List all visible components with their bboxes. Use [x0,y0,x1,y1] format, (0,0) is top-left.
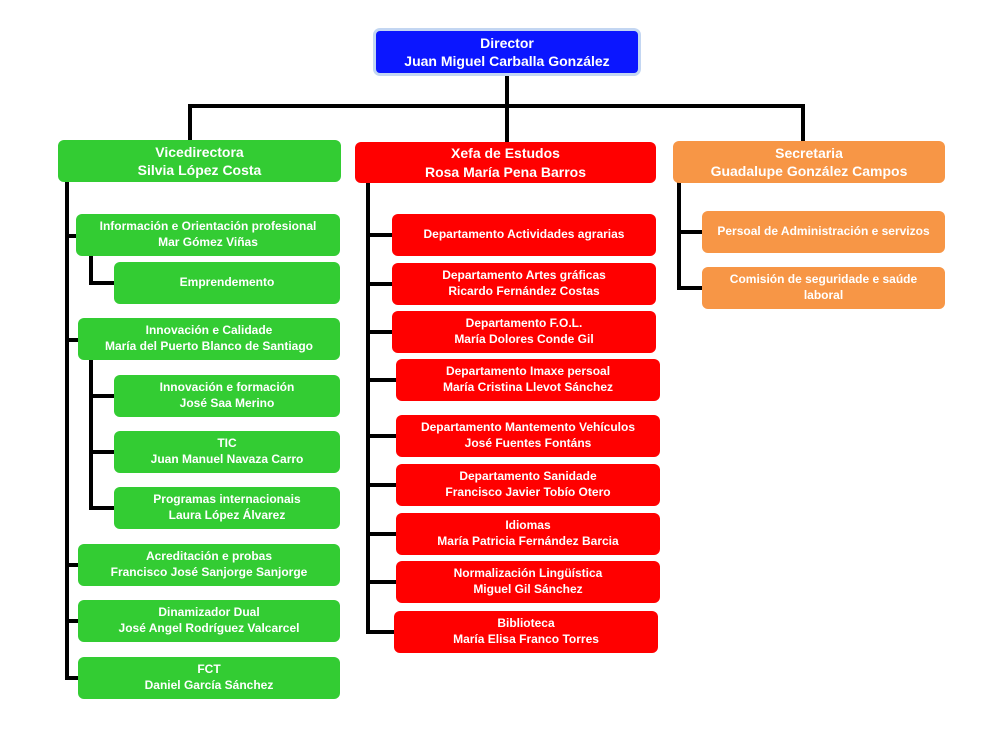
item-name: Ricardo Fernández Costas [448,284,600,298]
item-title: Persoal de Administración e servizos [717,224,930,239]
xefa-item-artes-graficas: Departamento Artes gráficas Ricardo Fern… [392,263,656,305]
item-name: María Patricia Fernández Barcia [437,534,619,548]
item-title: Departamento Imaxe persoal [445,364,611,379]
item-title: FCT [197,662,221,677]
item-name: Mar Gómez Viñas [158,235,258,249]
vicedirectora-box: Vicedirectora Silvia López Costa [58,140,341,182]
item-name: Daniel García Sánchez [144,678,274,692]
item-title: Innovación e formación [159,380,295,395]
item-name: José Angel Rodríguez Valcarcel [118,621,300,635]
vice-item-acreditacion: Acreditación e probas Francisco José San… [78,544,340,586]
item-name: Laura López Álvarez [168,508,286,522]
item-title: Departamento F.O.L. [465,316,583,331]
vicedirectora-name: Silvia López Costa [137,162,262,178]
item-name: María del Puerto Blanco de Santiago [104,339,314,353]
item-title: Departamento Artes gráficas [442,268,606,283]
item-title: Normalización Lingüística [453,566,603,581]
item-title: Dinamizador Dual [158,605,260,620]
vice-subitem-emprendemento: Emprendemento [114,262,340,304]
director-name: Juan Miguel Carballa González [404,53,610,69]
vice-subitem-programas: Programas internacionais Laura López Álv… [114,487,340,529]
item-title: Comisión de seguridade e saúde laboral [729,272,918,302]
item-name: María Dolores Conde Gil [454,332,594,346]
xefa-item-imaxe-persoal: Departamento Imaxe persoal María Cristin… [396,359,660,401]
xefa-item-normalizacion-linguistica: Normalización Lingüística Miguel Gil Sán… [396,561,660,603]
item-title: Emprendemento [179,275,275,290]
item-name: José Saa Merino [179,396,275,410]
vice-item-orientacion: Información e Orientación profesional Ma… [76,214,340,256]
item-name: María Elisa Franco Torres [453,632,599,646]
xefa-box: Xefa de Estudos Rosa María Pena Barros [355,142,656,183]
item-title: Departamento Sanidade [459,469,597,484]
vice-subitem-innovacion-formacion: Innovación e formación José Saa Merino [114,375,340,417]
item-title: TIC [217,436,237,451]
vice-item-fct: FCT Daniel García Sánchez [78,657,340,699]
xefa-item-actividades-agrarias: Departamento Actividades agrarias [392,214,656,256]
item-title: Programas internacionais [153,492,301,507]
item-name: Francisco José Sanjorge Sanjorge [110,565,308,579]
vicedirectora-title: Vicedirectora [155,143,244,160]
secretaria-title: Secretaria [775,144,843,161]
xefa-item-idiomas: Idiomas María Patricia Fernández Barcia [396,513,660,555]
director-title: Director [480,34,534,51]
item-title: Biblioteca [497,616,555,631]
item-name: Juan Manuel Navaza Carro [150,452,304,466]
item-name: Miguel Gil Sánchez [473,582,583,596]
xefa-item-sanidade: Departamento Sanidade Francisco Javier T… [396,464,660,506]
item-title: Departamento Actividades agrarias [423,227,625,242]
vice-item-dinamizador: Dinamizador Dual José Angel Rodríguez Va… [78,600,340,642]
xefa-item-biblioteca: Biblioteca María Elisa Franco Torres [394,611,658,653]
item-title: Información e Orientación profesional [99,219,317,234]
item-title: Acreditación e probas [145,549,273,564]
item-title: Departamento Mantemento Vehículos [420,420,636,435]
secretaria-name: Guadalupe González Campos [710,163,908,179]
secretaria-box: Secretaria Guadalupe González Campos [673,141,945,183]
item-name: María Cristina Llevot Sánchez [442,380,614,394]
xefa-item-fol: Departamento F.O.L. María Dolores Conde … [392,311,656,353]
xefa-name: Rosa María Pena Barros [424,163,587,180]
xefa-title: Xefa de Estudos [451,145,560,162]
item-name: José Fuentes Fontáns [464,436,592,450]
item-title: Idiomas [505,518,551,533]
secretaria-item-persoal: Persoal de Administración e servizos [702,211,945,253]
xefa-item-mantemento-vehiculos: Departamento Mantemento Vehículos José F… [396,415,660,457]
item-name: Francisco Javier Tobío Otero [445,485,611,499]
secretaria-item-comision: Comisión de seguridade e saúde laboral [702,267,945,309]
director-box: Director Juan Miguel Carballa González [376,31,638,73]
item-title: Innovación e Calidade [145,323,273,338]
vice-item-innovacion-calidade: Innovación e Calidade María del Puerto B… [78,318,340,360]
vice-subitem-tic: TIC Juan Manuel Navaza Carro [114,431,340,473]
